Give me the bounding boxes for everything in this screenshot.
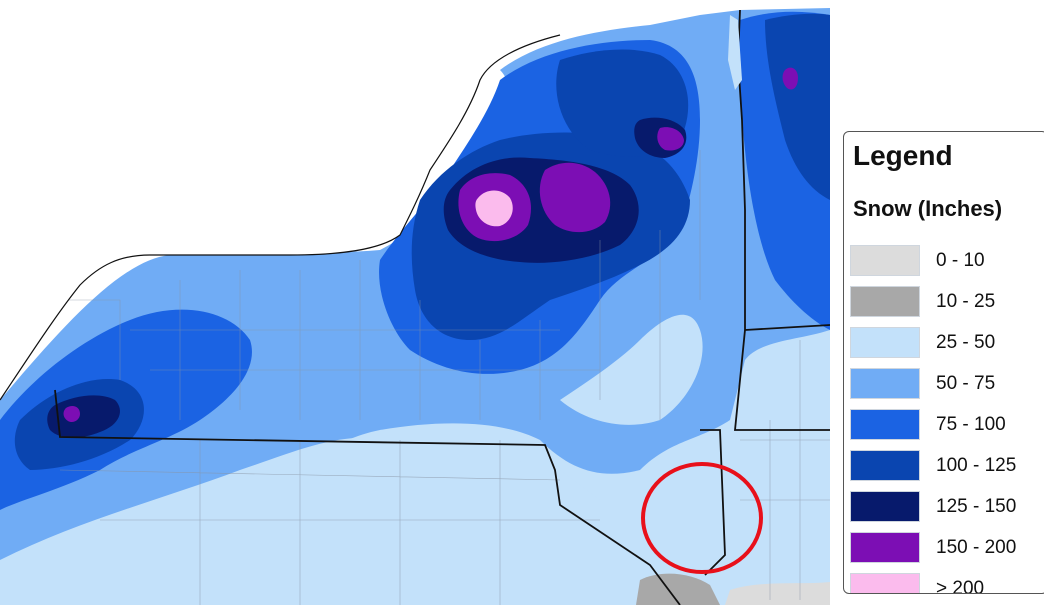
legend-item: > 200 bbox=[850, 573, 1044, 594]
legend-swatch bbox=[850, 491, 920, 522]
legend-item: 75 - 100 bbox=[850, 409, 1044, 441]
legend-swatch bbox=[850, 532, 920, 563]
zone-10-25 bbox=[636, 573, 720, 605]
legend-item: 0 - 10 bbox=[850, 245, 1044, 277]
zone-150-200-b bbox=[539, 162, 611, 233]
legend-swatch bbox=[850, 450, 920, 481]
shoreline bbox=[0, 34, 561, 401]
legend-label: 150 - 200 bbox=[936, 537, 1017, 558]
legend-label: 0 - 10 bbox=[936, 250, 985, 271]
legend-swatch bbox=[850, 286, 920, 317]
zone-25-50-south bbox=[0, 437, 620, 605]
legend-label: 10 - 25 bbox=[936, 291, 996, 312]
legend-item: 150 - 200 bbox=[850, 532, 1044, 564]
zone-100-125-adk bbox=[765, 13, 830, 201]
zone-0-10 bbox=[725, 582, 830, 605]
legend-label: > 200 bbox=[936, 578, 985, 594]
zone-125-150-west bbox=[47, 395, 121, 438]
lake-champlain bbox=[728, 15, 742, 90]
zone-over-200 bbox=[475, 190, 513, 227]
legend-item: 25 - 50 bbox=[850, 327, 1044, 359]
highlight-circle bbox=[641, 462, 763, 574]
snowfall-map-canvas bbox=[0, 0, 830, 605]
legend: Legend Snow (Inches) 0 - 10 10 - 25 25 - 5… bbox=[843, 131, 1044, 594]
legend-label: 25 - 50 bbox=[936, 332, 996, 353]
snowfall-map bbox=[0, 0, 830, 605]
zone-150-200-e bbox=[782, 67, 798, 90]
legend-item: 100 - 125 bbox=[850, 450, 1044, 482]
legend-swatch bbox=[850, 327, 920, 358]
legend-subtitle: Snow (Inches) bbox=[853, 196, 1003, 221]
legend-label: 75 - 100 bbox=[936, 414, 1006, 435]
legend-swatch bbox=[850, 573, 920, 593]
zone-150-200-d bbox=[63, 406, 80, 423]
legend-label: 100 - 125 bbox=[936, 455, 1017, 476]
county-lines bbox=[59, 150, 830, 605]
legend-swatch bbox=[850, 368, 920, 399]
zone-25-50-patch bbox=[560, 314, 703, 425]
legend-item: 50 - 75 bbox=[850, 368, 1044, 400]
lake-ontario bbox=[0, 0, 830, 400]
legend-title: Legend bbox=[853, 140, 953, 171]
legend-item: 10 - 25 bbox=[850, 286, 1044, 318]
legend-label: 50 - 75 bbox=[936, 373, 996, 394]
legend-item: 125 - 150 bbox=[850, 491, 1044, 523]
legend-swatch bbox=[850, 245, 920, 276]
legend-label: 125 - 150 bbox=[936, 496, 1017, 517]
legend-swatch bbox=[850, 409, 920, 440]
zone-150-200-c bbox=[657, 127, 684, 151]
